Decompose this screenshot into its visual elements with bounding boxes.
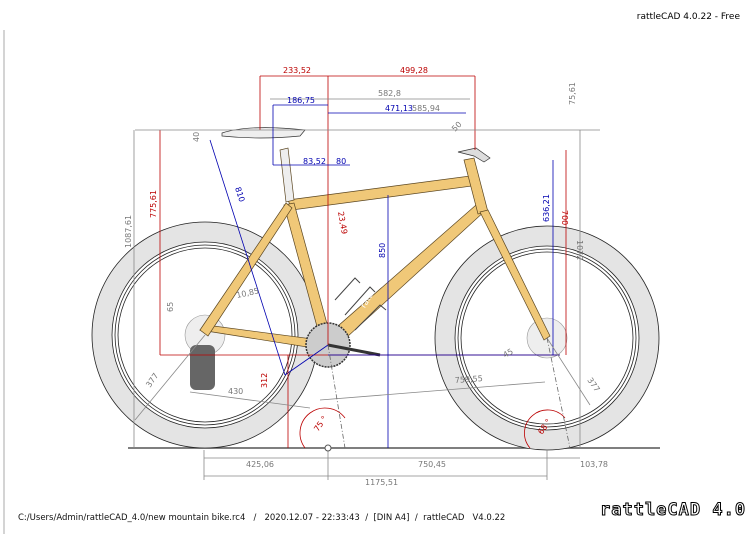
dim-585: 585,94 [412,104,440,113]
dim-750: 750,45 [418,460,446,469]
crank-arm [327,343,381,357]
bottle-cages [334,277,387,331]
file-date: 2020.12.07 - 22:33:43 [264,513,360,523]
dim-425: 425,06 [246,460,274,469]
angle-75: 75 ° [312,414,329,433]
dim-40: 40 [192,132,201,142]
dim-50: 50 [450,120,464,134]
front-wheel [434,225,660,451]
dim-775: 775,61 [149,190,158,218]
dim-636: 636,21 [542,194,551,222]
dim-471: 471,13 [385,104,413,113]
dim-1175: 1175,51 [365,478,398,487]
handlebar [457,147,491,163]
bb-ground-marker [324,444,332,452]
file-path: C:/Users/Admin/rattleCAD_4.0/new mountai… [18,513,246,523]
dim-83: 83,52 [303,157,326,166]
dim-23: 23,49 [336,211,349,235]
app-name: rattleCAD [423,513,465,523]
rattlecad-logo: rattleCAD 4.0 [599,500,747,521]
dim-377-rear: 377 [144,371,160,389]
dim-759: 759,55 [455,374,484,385]
dim-700: 700 [560,210,569,225]
dim-186: 186,75 [287,96,315,105]
dim-312: 312 [260,373,269,388]
dim-75-top: 75,61 [568,82,577,105]
dim-810: 810 [233,186,246,203]
app-title: rattleCAD 4.0.22 - Free [636,12,740,22]
dim-65: 65 [166,302,175,312]
dim-377-front: 377 [585,376,601,394]
dim-45: 45 [502,347,515,360]
dim-850: 850 [378,243,387,258]
rear-derailleur [190,345,215,390]
dim-103: 103,78 [580,460,608,469]
dim-80: 80 [336,157,346,166]
dim-1087: 1087,61 [124,215,133,248]
bike-frame [199,147,551,351]
dim-430: 430 [228,387,243,396]
dim-582: 582,8 [378,89,401,98]
dim-499: 499,28 [400,66,428,75]
dim-1072: 1072 [575,240,584,260]
saddle [221,127,306,139]
page-format: [DIN A4] [373,513,410,523]
app-version: V4.0.22 [472,513,506,523]
file-info: C:/Users/Admin/rattleCAD_4.0/new mountai… [18,513,506,523]
dim-233: 233,52 [283,66,311,75]
